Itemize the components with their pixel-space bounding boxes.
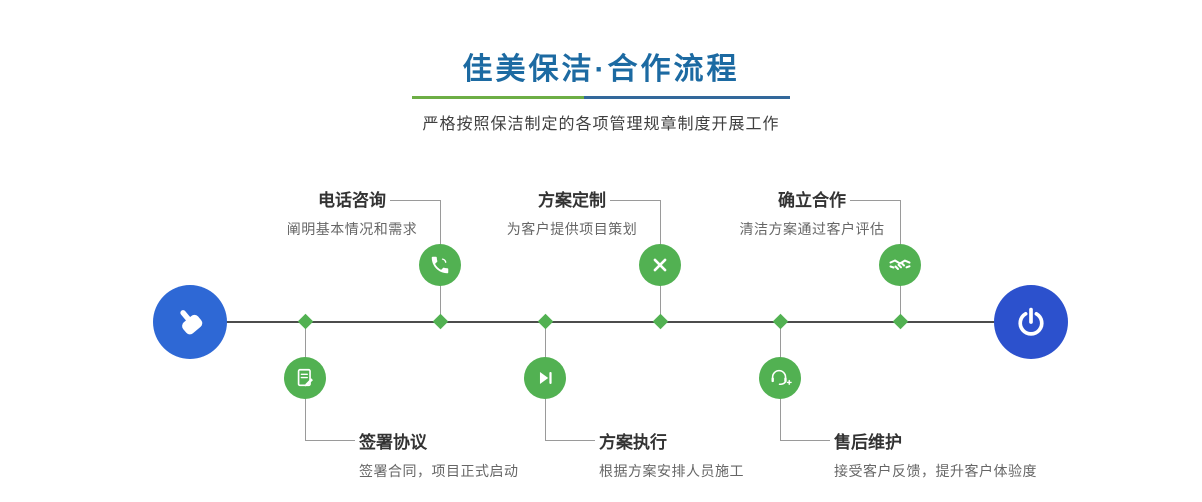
step-node-plan [639, 244, 681, 286]
step-title: 签署协议 [359, 433, 427, 452]
step-node-phone [419, 244, 461, 286]
step-sign-agreement: 签署协议 签署合同，项目正式启动 [359, 428, 639, 481]
step-title: 电话咨询 [318, 191, 386, 210]
divider-green-segment [412, 96, 584, 99]
timeline-diamond [432, 313, 448, 330]
step-desc: 阐明基本情况和需求 [286, 221, 418, 237]
step-desc: 签署合同，项目正式启动 [359, 463, 519, 479]
timeline-diamond [652, 313, 668, 330]
step-plan-execution: 方案执行 根据方案安排人员施工 [599, 428, 879, 481]
step-node-contract [284, 357, 326, 399]
step-desc: 为客户提供项目策划 [506, 221, 638, 237]
step-node-support [759, 357, 801, 399]
step-establish-cooperation: 确立合作 清洁方案通过客户评估 [702, 186, 922, 239]
step-desc: 根据方案安排人员施工 [599, 463, 744, 479]
title-divider [412, 96, 790, 99]
timeline-end-node [994, 285, 1068, 359]
step-title: 售后维护 [834, 433, 902, 452]
contract-icon [297, 368, 313, 387]
step-aftersales-maintenance: 售后维护 接受客户反馈，提升客户体验度 [834, 428, 1114, 481]
step-title: 方案执行 [599, 433, 667, 452]
customer-service-icon [771, 369, 792, 386]
page-title: 佳美保洁·合作流程 [462, 53, 740, 86]
timeline-diamond [297, 313, 313, 330]
step-plan-custom: 方案定制 为客户提供项目策划 [462, 186, 682, 239]
step-title: 方案定制 [538, 191, 606, 210]
connector-line [850, 200, 900, 201]
phone-icon [431, 256, 449, 274]
step-desc: 接受客户反馈，提升客户体验度 [834, 463, 1037, 479]
timeline-diamond [537, 313, 553, 330]
step-node-execute [524, 357, 566, 399]
pencil-ruler-icon [653, 258, 667, 272]
timeline-start-node [153, 285, 227, 359]
connector-line [305, 440, 355, 441]
pointing-hand-icon [180, 310, 203, 335]
power-icon [1018, 307, 1044, 336]
connector-line [610, 200, 660, 201]
step-phone-consult: 电话咨询 阐明基本情况和需求 [242, 186, 462, 239]
page-subtitle: 严格按照保洁制定的各项管理规章制度开展工作 [422, 116, 780, 133]
handshake-icon [889, 259, 911, 270]
play-next-icon [539, 372, 552, 384]
connector-line [780, 440, 830, 441]
connector-line [545, 440, 595, 441]
timeline-line [190, 321, 1032, 323]
timeline-diamond [772, 313, 788, 330]
step-node-cooperation [879, 244, 921, 286]
connector-line [390, 200, 440, 201]
timeline-diamond [892, 313, 908, 330]
step-title: 确立合作 [778, 191, 846, 210]
divider-blue-segment [584, 96, 790, 99]
step-desc: 清洁方案通过客户评估 [739, 221, 885, 237]
